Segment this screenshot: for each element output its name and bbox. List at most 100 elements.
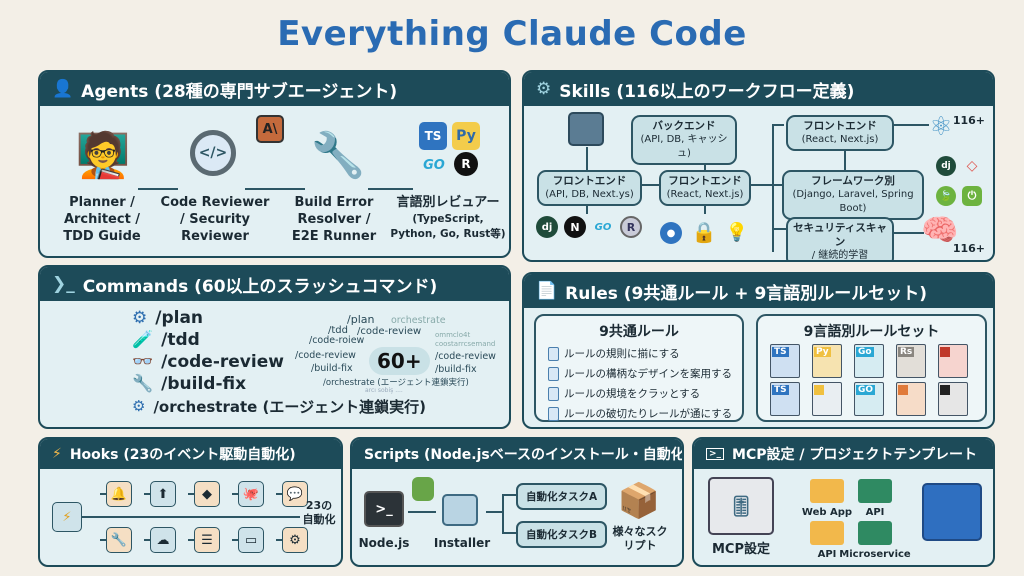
document-icon — [548, 406, 559, 421]
page-title: Everything Claude Code — [277, 14, 747, 54]
mcp-header: >_ MCP設定 / プロジェクトテンプレート — [694, 439, 993, 469]
document-icon: ☰ — [194, 527, 220, 553]
hooks-heading: Hooks (23のイベント駆動自動化) — [69, 447, 296, 463]
python-logo-icon: Py — [452, 122, 480, 150]
commands-count-badge: 60+ — [369, 347, 430, 375]
scripts-heading: Scripts (Node.jsベースのインストール・自動化) — [364, 447, 684, 463]
language-rule-doc-icon: TS — [770, 344, 800, 378]
scripts-panel: Scripts (Node.jsベースのインストール・自動化) >_ 自動化タス… — [350, 437, 684, 567]
server-icon — [568, 112, 604, 146]
skill-node-framework: フレームワーク別(Django, Laravel, Spring Boot) — [782, 170, 924, 220]
key-icon: ● — [660, 222, 682, 244]
go-logo-icon: GO — [423, 157, 445, 173]
commands-header: ❯_Commands (60以上のスラッシュコマンド) — [40, 267, 509, 301]
language-rule-doc-icon: GO — [854, 382, 884, 416]
brain-bulb-icon: 💡 — [725, 221, 749, 243]
automation-task-b: 自動化タスクB — [516, 521, 608, 548]
terminal-icon: >_ — [706, 448, 725, 460]
skill-node-backend: バックエンド(API, DB, キャッシュ) — [631, 115, 737, 165]
scripts-header: Scripts (Node.jsベースのインストール・自動化) — [352, 439, 682, 469]
go-logo-icon: GO — [594, 221, 612, 233]
language-rule-doc-icon — [896, 382, 926, 416]
skills-panel: ⚙Skills (116以上のワークフロー定義) バックエンド(API, DB,… — [522, 70, 995, 262]
network-icon: ⚙ — [536, 79, 552, 99]
mcp-heading: MCP設定 / プロジェクトテンプレート — [732, 447, 977, 463]
rust-logo-icon: R — [620, 216, 642, 238]
document-icon — [548, 366, 559, 381]
nodejs-logo-icon — [412, 477, 434, 501]
react-logo-icon: ⚛ — [929, 112, 953, 142]
typescript-logo-icon: TS — [419, 122, 447, 150]
rules-header: 📄Rules (9共通ルール + 9言語別ルールセット) — [524, 274, 993, 308]
folder-icon — [810, 479, 844, 503]
message-icon: ▭ — [238, 527, 264, 553]
common-rule-item: ルールの規境をクラッとする — [548, 386, 742, 401]
common-rule-item: ルールの規則に揃にする — [548, 346, 742, 361]
language-rules-title: 9言語別ルールセット — [803, 324, 940, 340]
open-box-icon: 📦 — [617, 481, 661, 521]
command-cloud: 60+ /plan orchestrate /tdd /code-review … — [295, 313, 496, 394]
gears-icon: ⚙ — [132, 397, 146, 415]
agent-lang-label: 言語別レビュアー — [396, 195, 500, 210]
django-logo-icon-2: dj — [936, 156, 956, 176]
installer-label: Installer — [433, 536, 491, 550]
spring-logo-icon: 🍃 — [936, 186, 956, 206]
folder-icon — [810, 521, 844, 545]
hooks-header: ⚡ Hooks (23のイベント駆動自動化) — [40, 439, 341, 469]
common-rules-box: 9共通ルール ルールの規則に揃にする ルールの構柄なデザインを案用する ルールの… — [534, 314, 744, 422]
common-rule-item: ルールの破切たりレールが通にする — [548, 406, 742, 421]
document-icon — [548, 386, 559, 401]
command-plan: ⚙/plan — [132, 308, 204, 328]
blueprint-icon — [922, 483, 982, 541]
mcp-settings-label: MCP設定 — [711, 542, 770, 557]
agent-build-label: Build Error Resolver / E2E Runner — [291, 195, 377, 244]
upload-icon: ⬆ — [150, 481, 176, 507]
skill-node-security: セキュリティスキャン/ 継続的学習 — [786, 217, 894, 260]
test-tube-icon: 🧪 — [132, 330, 154, 350]
agents-panel: 👤Agents (28種の専門サブエージェント) 🧑‍🏫 </> A\ 🔧 TS… — [38, 70, 511, 258]
agent-reviewer-label: Code Reviewer / Security Reviewer — [160, 195, 270, 244]
automation-task-a: 自動化タスクA — [516, 483, 608, 510]
skill-node-frontend-react: フロントエンド(React, Next.js) — [659, 170, 751, 206]
hooks-count-label: 23の自動化 — [302, 499, 336, 526]
folder-label: API — [817, 549, 837, 560]
agent-presenter-icon: 👤 — [52, 79, 74, 99]
folder-label: Microservice — [839, 549, 911, 560]
wrench-cubes-icon: 🔧 — [310, 130, 366, 181]
folder-label: Web App — [801, 507, 853, 518]
nodejs-label: Node.js — [358, 536, 410, 550]
lock-icon: 🔒 — [691, 220, 717, 244]
command-orchestrate: ⚙/orchestrate (エージェント連鎖実行) — [132, 397, 426, 416]
command-build-fix: 🔧/build-fix — [132, 374, 247, 394]
skill-node-frontend-react-2: フロントエンド(React, Next.js) — [786, 115, 894, 151]
rust-logo-icon: R — [454, 152, 478, 176]
commands-panel: ❯_Commands (60以上のスラッシュコマンド) ⚙/plan 🧪/tdd… — [38, 265, 511, 429]
cloud-upload-icon: ☁ — [150, 527, 176, 553]
github-icon: 🐙 — [238, 481, 264, 507]
wrench-icon: 🔧 — [132, 374, 154, 394]
document-icon — [548, 346, 559, 361]
command-list: ⚙/plan 🧪/tdd 👓/code-review 🔧/build-fix ⚙… — [132, 307, 426, 417]
settings-window-icon: ⚙ — [282, 527, 308, 553]
nextjs-logo-icon: N — [564, 216, 586, 238]
language-rule-doc-icon — [938, 382, 968, 416]
language-rule-doc-icon — [938, 344, 968, 378]
folder-label: API — [865, 507, 885, 518]
installer-box-icon — [442, 494, 478, 526]
agents-header: 👤Agents (28種の専門サブエージェント) — [40, 72, 509, 106]
common-rules-title: 9共通ルール — [599, 324, 679, 340]
document-icon: 📄 — [536, 281, 558, 301]
folder-icon — [858, 521, 892, 545]
skills-count-top: 116+ — [952, 114, 985, 127]
skills-header: ⚙Skills (116以上のワークフロー定義) — [524, 72, 993, 106]
lightning-icon: ⚡ — [52, 502, 82, 532]
skill-node-frontend-api: フロントエンド(API, DB, Next.ys) — [537, 170, 642, 206]
folder-icon — [858, 479, 892, 503]
lightning-icon: ⚡ — [52, 446, 62, 462]
bell-icon: 🔔 — [106, 481, 132, 507]
terminal-icon: >_ — [364, 491, 404, 527]
commands-heading: Commands (60以上のスラッシュコマンド) — [82, 276, 438, 297]
gear-icon: ⚙ — [132, 308, 148, 328]
